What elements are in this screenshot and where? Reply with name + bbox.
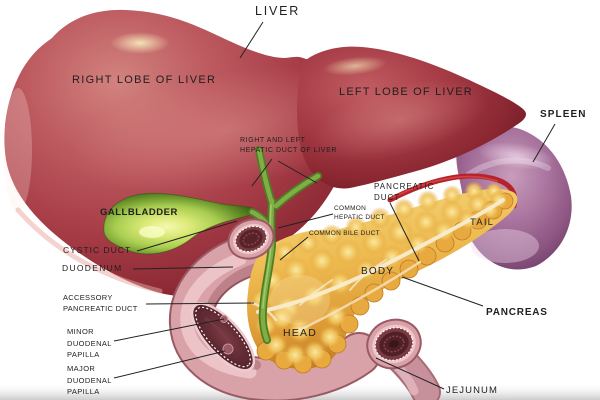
- label-common-bile-duct: COMMON BILE DUCT: [309, 230, 380, 237]
- label-gallbladder: GALLBLADDER: [100, 207, 178, 218]
- label-jejunum: JEJUNUM: [446, 385, 499, 396]
- label-right-lobe: RIGHT LOBE OF LIVER: [72, 74, 217, 86]
- label-left-lobe: LEFT LOBE OF LIVER: [339, 86, 473, 98]
- jejunum-leader-line: [375, 357, 445, 390]
- label-liver: LIVER: [255, 4, 301, 18]
- bile-duct-tree: [248, 146, 322, 344]
- label-accessory-pancreatic-duct: ACCESSORY PANCREATIC DUCT: [63, 293, 138, 313]
- pancreas-lobules: [250, 181, 509, 367]
- leader-lines: [113, 21, 556, 390]
- label-head: HEAD: [283, 327, 317, 339]
- label-common-hepatic-duct: COMMON HEPATIC DUCT: [334, 205, 385, 221]
- cystic-duct-leader-line: [136, 220, 238, 252]
- label-pancreatic-duct: PANCREATIC DUCT: [374, 182, 435, 202]
- pancreatic-duct-lines: [250, 198, 505, 332]
- common-bile-duct-leader-line: [279, 236, 309, 261]
- label-minor-duodenal-papilla: MINOR DUODENAL PAPILLA: [67, 327, 112, 359]
- accessory-duct-leader-line: [145, 302, 255, 305]
- common-hepatic-duct-leader-line: [277, 213, 334, 229]
- hepatic-duct-left-leader-line: [251, 158, 273, 187]
- liver-leader-line: [239, 21, 264, 59]
- liver-left-lobe: [297, 46, 526, 189]
- label-cystic-duct: CYSTIC DUCT: [63, 245, 132, 255]
- pancreas-leader-line: [401, 276, 484, 307]
- hepatic-duct-right-leader-line: [277, 160, 318, 184]
- label-body: BODY: [361, 266, 395, 277]
- pancreatic-duct-leader-line: [389, 202, 420, 262]
- label-duodenum: DUODENUM: [62, 263, 123, 273]
- major-papilla-bump: [222, 343, 234, 355]
- major-papilla-leader-line: [113, 350, 226, 379]
- duodenum-tube: [168, 233, 381, 400]
- jejunum: [366, 318, 441, 400]
- pancreas: [247, 181, 518, 374]
- label-pancreas: PANCREAS: [486, 307, 548, 318]
- label-tail: TAIL: [470, 217, 495, 228]
- duodenum-cut-end: [227, 218, 275, 260]
- label-spleen: SPLEEN: [540, 109, 587, 120]
- label-major-duodenal-papilla: MAJOR DUODENAL PAPILLA: [67, 364, 112, 396]
- label-hepatic-ducts: RIGHT AND LEFT HEPATIC DUCT OF LIVER: [240, 137, 337, 154]
- minor-papilla-leader-line: [113, 318, 225, 342]
- duodenum-window: [190, 302, 256, 372]
- duodenum-leader-line: [132, 266, 234, 270]
- spleen-leader-line: [532, 123, 556, 163]
